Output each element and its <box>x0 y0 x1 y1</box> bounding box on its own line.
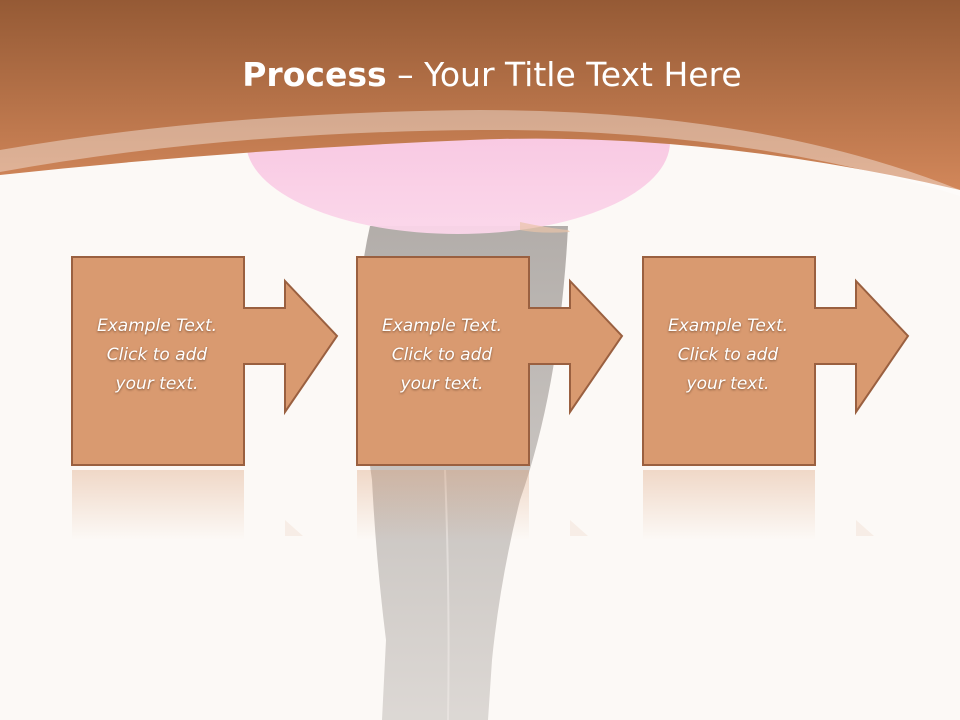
process-step-1[interactable]: Example Text. Click to add your text. <box>71 256 341 468</box>
header-arc <box>0 110 960 196</box>
process-step-3[interactable]: Example Text. Click to add your text. <box>642 256 912 468</box>
step-line-2: Click to add <box>391 345 493 365</box>
header-band <box>0 0 960 190</box>
step-line-1: Example Text. <box>381 316 503 336</box>
step-line-2: Click to add <box>106 345 208 365</box>
step-text: Example Text. Click to add your text. <box>356 312 528 399</box>
step-line-3: your text. <box>686 374 770 394</box>
step-text: Example Text. Click to add your text. <box>642 312 814 399</box>
step-arrow-box <box>356 256 624 466</box>
step-reflection <box>643 470 874 540</box>
step-reflection <box>72 470 303 540</box>
step-reflection <box>357 470 588 540</box>
step-line-1: Example Text. <box>96 316 218 336</box>
process-step-2[interactable]: Example Text. Click to add your text. <box>356 256 626 468</box>
step-line-2: Click to add <box>677 345 779 365</box>
step-arrow-box <box>642 256 910 466</box>
step-text: Example Text. Click to add your text. <box>71 312 243 399</box>
slide-title: Process – Your Title Text Here <box>0 52 960 98</box>
title-bold: Process <box>242 55 387 94</box>
step-arrow-box <box>71 256 339 466</box>
title-text: – Your Title Text Here <box>386 55 742 94</box>
step-line-3: your text. <box>400 374 484 394</box>
step-line-1: Example Text. <box>667 316 789 336</box>
step-line-3: your text. <box>115 374 199 394</box>
